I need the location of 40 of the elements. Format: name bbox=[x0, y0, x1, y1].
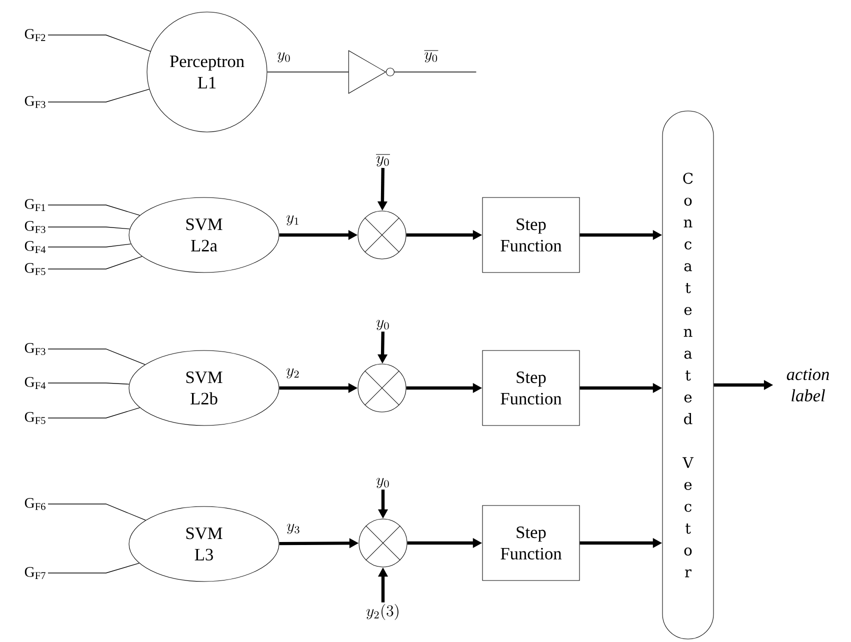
connector-line bbox=[48, 226, 130, 230]
connector-line bbox=[48, 348, 146, 365]
input-label: G$_{F3}$ bbox=[24, 221, 46, 233]
edge-label: $y_3$ bbox=[285, 522, 302, 536]
input-label: G$_{F3}$ bbox=[24, 96, 46, 108]
input-label: G$_{F2}$ bbox=[24, 29, 46, 41]
edge-label: $y_2$ bbox=[284, 367, 302, 380]
signal-label: $y_0$ bbox=[376, 478, 389, 488]
step-function-box: Step Function bbox=[482, 350, 580, 426]
output-label: action label bbox=[786, 368, 829, 402]
multiplier-symbol bbox=[358, 364, 406, 412]
input-label: G$_{F7}$ bbox=[24, 567, 46, 579]
edge-label: $\overline{y_0}$ bbox=[422, 48, 440, 64]
input-label: G$_{F5}$ bbox=[24, 263, 46, 275]
connector-line bbox=[48, 256, 142, 270]
connector-line bbox=[48, 382, 130, 384]
connector-line bbox=[48, 562, 140, 574]
input-label: G$_{F4}$ bbox=[24, 241, 46, 253]
inverter-symbol bbox=[348, 50, 394, 94]
edge-label: $y_1$ bbox=[284, 214, 302, 227]
input-label: G$_{F3}$ bbox=[24, 343, 46, 355]
multiplier-symbol bbox=[358, 518, 408, 568]
connector-line bbox=[48, 204, 140, 216]
connector-line bbox=[48, 244, 132, 248]
step-function-box: Step Function bbox=[482, 505, 580, 581]
connector-line bbox=[48, 88, 150, 102]
input-label: G$_{F4}$ bbox=[24, 377, 46, 389]
signal-label: $y_0$ bbox=[376, 320, 389, 330]
step-function-box: Step Function bbox=[482, 197, 580, 273]
connector-line bbox=[48, 407, 140, 418]
signal-label: $y_2(3)$ bbox=[366, 604, 398, 620]
input-label: G$_{F6}$ bbox=[24, 498, 46, 510]
multiplier-symbol bbox=[358, 210, 406, 260]
connector-line bbox=[48, 504, 146, 520]
connector-line bbox=[48, 34, 151, 52]
edge-label: $y_0$ bbox=[276, 51, 292, 64]
concatenation-box: Concatenated Vector bbox=[662, 110, 714, 640]
signal-label: $\overline{y_0}$ bbox=[376, 154, 390, 166]
input-label: G$_{F1}$ bbox=[24, 199, 46, 211]
input-label: G$_{F5}$ bbox=[24, 412, 46, 424]
